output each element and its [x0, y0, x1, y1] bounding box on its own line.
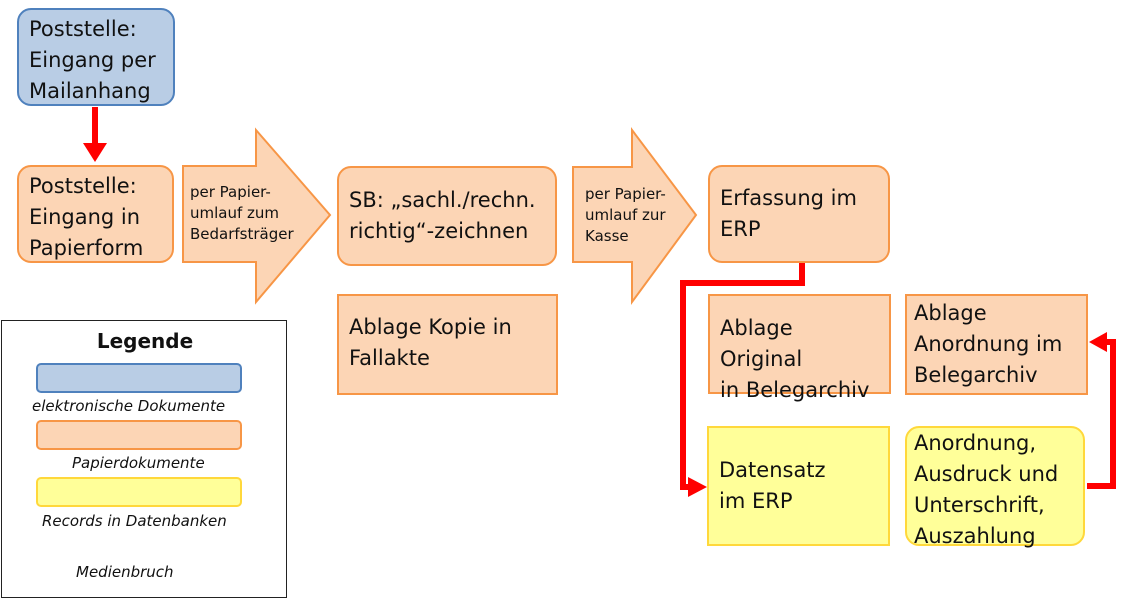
arrow-label-umlauf-kasse: per Papier- umlauf zur Kasse	[585, 185, 666, 245]
box-anordnung-auszahlung-text: Anordnung, Ausdruck und Unterschrift, Au…	[914, 431, 1059, 548]
legend-label-paper: Papierdokumente	[72, 454, 205, 472]
box-sb-zeichnen: SB: „sachl./rechn. richtig“-zeichnen	[337, 166, 557, 266]
legend: Legende elektronische Dokumente Papierdo…	[1, 320, 287, 598]
process-arrow-1	[182, 127, 332, 305]
legend-swatch-records	[36, 477, 242, 507]
box-ablage-anordnung: Ablage Anordnung im Belegarchiv	[905, 294, 1088, 395]
legend-label-electronic: elektronische Dokumente	[32, 397, 226, 415]
box-datensatz-erp-text: Datensatz im ERP	[719, 458, 826, 513]
box-eingang-papierform-text: Poststelle: Eingang in Papierform	[29, 174, 144, 260]
box-ablage-anordnung-text: Ablage Anordnung im Belegarchiv	[914, 301, 1063, 387]
media-break-arrow-mail-to-paper	[83, 107, 107, 162]
box-sb-zeichnen-text: SB: „sachl./rechn. richtig“-zeichnen	[349, 188, 536, 243]
box-ablage-kopie-text: Ablage Kopie in Fallakte	[349, 315, 512, 370]
box-eingang-mailanhang: Poststelle: Eingang per Mailanhang	[17, 8, 175, 106]
box-eingang-mailanhang-text: Poststelle: Eingang per Mailanhang	[29, 17, 156, 103]
box-datensatz-erp: Datensatz im ERP	[707, 426, 890, 546]
box-anordnung-auszahlung: Anordnung, Ausdruck und Unterschrift, Au…	[905, 426, 1085, 548]
legend-label-media-break: Medienbruch	[76, 563, 174, 581]
process-arrow-2	[572, 127, 698, 306]
arrow-label-umlauf-bedarfstraeger: per Papier- umlauf zum Bedarfsträger	[190, 183, 294, 243]
box-erfassung-erp: Erfassung im ERP	[708, 165, 890, 263]
box-ablage-kopie: Ablage Kopie in Fallakte	[337, 294, 558, 395]
media-break-arrow-anordnung-to-ablage	[1087, 332, 1116, 489]
legend-swatch-electronic	[36, 363, 242, 393]
box-ablage-original-text: Ablage Original in Belegarchiv	[720, 316, 870, 402]
box-ablage-original: Ablage Original in Belegarchiv	[708, 294, 891, 402]
box-erfassung-erp-text: Erfassung im ERP	[720, 186, 857, 241]
box-eingang-papierform: Poststelle: Eingang in Papierform	[17, 165, 174, 263]
legend-label-records: Records in Datenbanken	[42, 512, 227, 530]
legend-title: Legende	[96, 329, 194, 353]
legend-swatch-paper	[36, 420, 242, 450]
media-break-arrow-erfassung-to-datensatz	[680, 262, 805, 497]
